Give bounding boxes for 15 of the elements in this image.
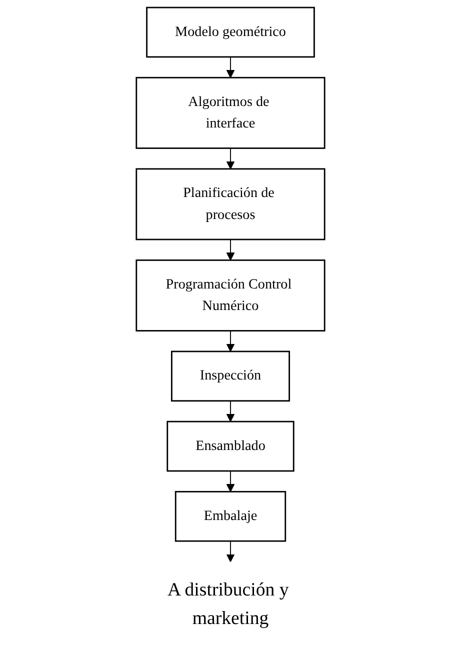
node-box: Algoritmos de interface — [136, 76, 326, 149]
node-box: Embalaje — [174, 490, 286, 542]
arrow — [226, 470, 235, 492]
arrow — [226, 239, 235, 261]
node-box: Modelo geométrico — [146, 6, 315, 58]
arrow — [226, 330, 235, 352]
node-box: Programación Control Numérico — [136, 259, 326, 332]
node-box: Inspección — [170, 350, 290, 402]
arrow — [226, 56, 235, 78]
arrow — [226, 400, 235, 422]
arrow — [226, 540, 235, 562]
node-text: A distribución y marketing — [167, 580, 289, 629]
node-box: Ensamblado — [166, 420, 294, 472]
node-box: Planificación de procesos — [136, 168, 326, 240]
arrow — [226, 148, 235, 170]
